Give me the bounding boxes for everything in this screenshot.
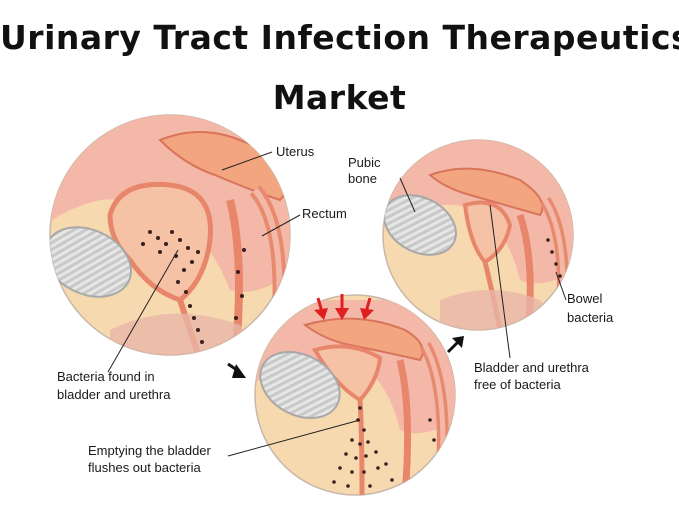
label-bowel-bacteria-line2: bacteria: [567, 310, 614, 325]
label-bacteria-found-line1: Bacteria found in: [57, 369, 155, 384]
panel-flushing: [254, 294, 456, 496]
arrow-step-2: [446, 340, 460, 354]
label-bladder-free-line2: free of bacteria: [474, 377, 561, 392]
process-arrows: [227, 336, 464, 378]
panel-clear: [382, 139, 574, 331]
flushed-bacteria-dots: [332, 406, 436, 488]
bladder-shape-clear: [462, 200, 513, 265]
pubic-bone-shape: [50, 226, 132, 298]
panel-infected: [49, 114, 291, 356]
label-bacteria-found-line2: bladder and urethra: [57, 387, 171, 402]
bacteria-dots-infected: [141, 230, 246, 344]
label-bowel-bacteria-line1: Bowel: [567, 291, 603, 306]
label-rectum: Rectum: [302, 206, 347, 221]
title-line-2: Market: [272, 78, 407, 117]
title-line-1: Urinary Tract Infection Therapeutics: [0, 18, 679, 57]
leader-lines: [107, 151, 567, 457]
label-pubic-bone-line2: bone: [348, 171, 377, 186]
label-emptying-line2: flushes out bacteria: [88, 460, 202, 475]
page-title: Urinary Tract Infection Therapeutics Mar…: [0, 8, 679, 128]
pressure-arrows: [314, 294, 374, 320]
label-uterus: Uterus: [276, 144, 315, 159]
label-bladder-free-line1: Bladder and urethra: [474, 360, 590, 375]
label-emptying-line1: Emptying the bladder: [88, 443, 212, 458]
pubic-bone-shape-flushing: [259, 350, 341, 420]
label-pubic-bone-line1: Pubic: [348, 155, 381, 170]
